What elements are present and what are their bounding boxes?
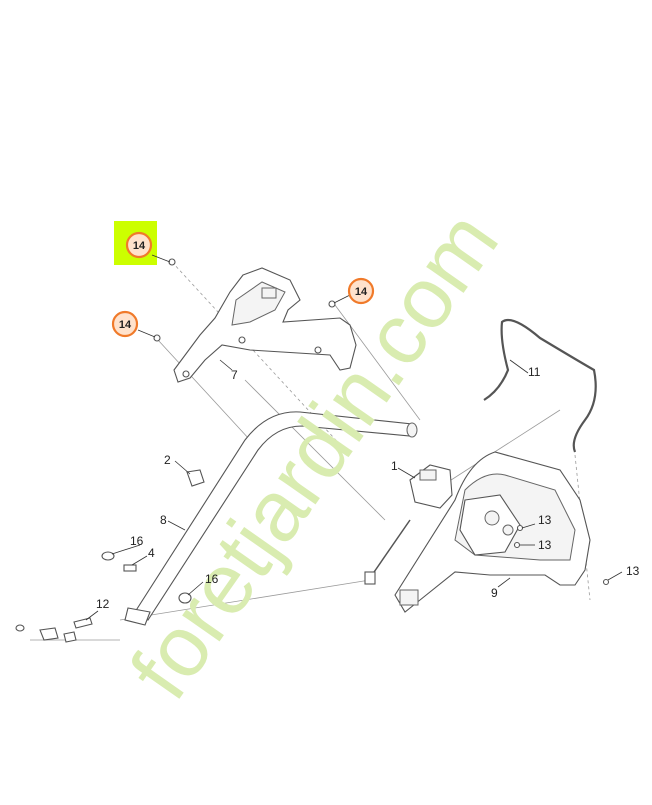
part-16-washer-a — [101, 551, 115, 561]
callout-14-b: 14 — [111, 310, 139, 338]
label-part-12: 12 — [96, 597, 110, 611]
watermark-text-green: foretjardin.com — [112, 195, 517, 716]
label-part-1: 1 — [391, 459, 398, 473]
part-8-handle — [124, 411, 418, 626]
part-16-washer-b — [178, 592, 192, 604]
part-7-cover — [173, 267, 357, 383]
label-part-13-a: 13 — [538, 513, 552, 527]
part-2-clip — [186, 469, 205, 487]
callout-14-c: 14 — [347, 277, 375, 305]
part-4-spacer — [123, 564, 137, 572]
part-14-screws — [153, 258, 336, 342]
label-part-16-b: 16 — [205, 572, 219, 586]
part-9-frame — [394, 451, 591, 613]
part-12-bolts — [15, 617, 93, 643]
label-part-4: 4 — [148, 546, 155, 560]
leader-lines — [85, 254, 623, 621]
label-part-2: 2 — [164, 453, 171, 467]
label-part-11: 11 — [528, 365, 541, 379]
part-11-cable — [483, 318, 597, 453]
part-1-switch — [364, 464, 453, 585]
label-part-9: 9 — [491, 586, 498, 600]
label-part-8: 8 — [160, 513, 167, 527]
svg-text:14: 14 — [133, 240, 146, 252]
label-part-13-b: 13 — [538, 538, 552, 552]
label-part-13-c: 13 — [626, 564, 640, 578]
watermark: foretjardin.com — [112, 195, 517, 716]
svg-text:14: 14 — [119, 319, 132, 331]
callout-14-a: 14 — [125, 231, 153, 259]
label-part-16-a: 16 — [130, 534, 144, 548]
svg-text:14: 14 — [355, 286, 368, 298]
label-part-7: 7 — [231, 368, 238, 382]
